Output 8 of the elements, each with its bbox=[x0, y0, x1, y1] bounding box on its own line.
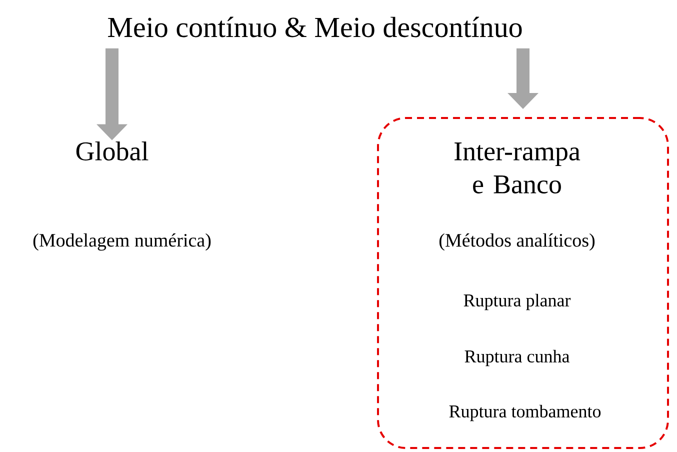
list-item: Ruptura planar bbox=[464, 294, 571, 310]
caption-text: (Modelagem numérica) bbox=[33, 233, 211, 251]
heading-text: Global bbox=[76, 142, 148, 160]
title-text: Meio contínuo & Meio descontínuo bbox=[108, 16, 522, 38]
caption-text: (Métodos analíticos) bbox=[439, 233, 595, 251]
heading-text: Inter-rampa e Banco bbox=[454, 142, 580, 194]
list-item: Ruptura cunha bbox=[464, 350, 570, 366]
list-item: Ruptura tombamento bbox=[449, 404, 601, 422]
